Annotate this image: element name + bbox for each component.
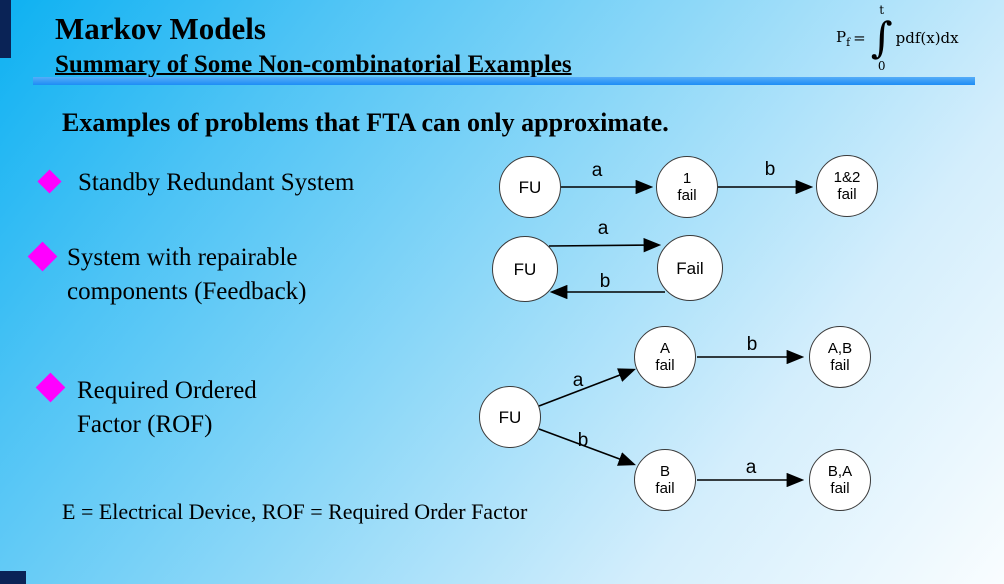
state-node-label: fail bbox=[830, 480, 850, 497]
bottom-left-accent-bar bbox=[0, 571, 26, 584]
state-node-label: fail bbox=[655, 357, 675, 374]
bullet-line: System with repairable bbox=[67, 244, 298, 271]
formula-lower-limit: 0 bbox=[877, 59, 886, 73]
formula-equals: = bbox=[853, 29, 866, 47]
state-node-label: A bbox=[659, 340, 670, 357]
bullet-required-ordered-factor: Required Ordered Factor (ROF) bbox=[77, 374, 257, 442]
state-node-b-fail: B fail bbox=[634, 449, 696, 511]
state-node-ba-fail: B,A fail bbox=[809, 449, 871, 511]
header-divider bbox=[33, 77, 975, 85]
formula-integral-column: t ∫ 0 bbox=[871, 4, 893, 72]
bullet-standby-redundant: Standby Redundant System bbox=[78, 169, 355, 196]
integral-sign: ∫ bbox=[870, 13, 893, 62]
state-node-1-fail: 1 fail bbox=[656, 156, 718, 218]
state-node-label: FU bbox=[513, 259, 537, 279]
state-node-label: A,B bbox=[827, 340, 853, 357]
state-node-label: fail bbox=[677, 187, 697, 204]
state-node-a-fail: A fail bbox=[634, 326, 696, 388]
state-node-fu-3: FU bbox=[479, 386, 541, 448]
formula-integrand: pdf(x)dx bbox=[895, 29, 959, 47]
top-left-accent-bar bbox=[0, 0, 11, 58]
state-node-ab-fail: A,B fail bbox=[809, 326, 871, 388]
state-node-label: fail bbox=[655, 480, 675, 497]
transition-label-a: a bbox=[591, 160, 603, 181]
formula-lhs: Pf bbox=[836, 27, 851, 49]
bullet-line: Factor (ROF) bbox=[77, 411, 213, 438]
state-node-fail: Fail bbox=[657, 235, 723, 301]
state-node-label: FU bbox=[498, 407, 522, 427]
transition-label-a: a bbox=[745, 457, 757, 478]
page-subtitle: Summary of Some Non-combinatorial Exampl… bbox=[55, 51, 572, 78]
transition-label-b: b bbox=[599, 271, 611, 292]
bullet-repairable-components: System with repairable components (Feedb… bbox=[67, 241, 307, 309]
pf-integral-formula: Pf = t ∫ 0 pdf(x)dx bbox=[836, 4, 959, 72]
section-heading: Examples of problems that FTA can only a… bbox=[62, 108, 669, 137]
formula-upper-limit: t bbox=[879, 3, 885, 17]
state-node-label: FU bbox=[518, 177, 542, 197]
transition-label-b: b bbox=[764, 159, 776, 180]
state-node-1and2-fail: 1&2 fail bbox=[816, 155, 878, 217]
transition-label-b: b bbox=[577, 430, 589, 451]
transition-label-b: b bbox=[746, 334, 758, 355]
state-node-label: Fail bbox=[676, 258, 704, 278]
footnote: E = Electrical Device, ROF = Required Or… bbox=[62, 499, 528, 524]
state-node-label: B,A bbox=[827, 463, 853, 480]
transition-label-a: a bbox=[572, 370, 584, 391]
state-node-label: 1&2 bbox=[833, 169, 861, 186]
bullet-line: Required Ordered bbox=[77, 377, 257, 404]
state-node-label: B bbox=[659, 463, 670, 480]
state-node-label: 1 bbox=[682, 170, 692, 187]
bullet-line: components (Feedback) bbox=[67, 278, 307, 305]
transition-label-a: a bbox=[597, 218, 609, 239]
state-node-fu-2: FU bbox=[492, 236, 558, 302]
state-node-label: fail bbox=[830, 357, 850, 374]
state-node-fu-1: FU bbox=[499, 156, 561, 218]
page-title: Markov Models bbox=[55, 11, 266, 46]
state-node-label: fail bbox=[837, 186, 857, 203]
